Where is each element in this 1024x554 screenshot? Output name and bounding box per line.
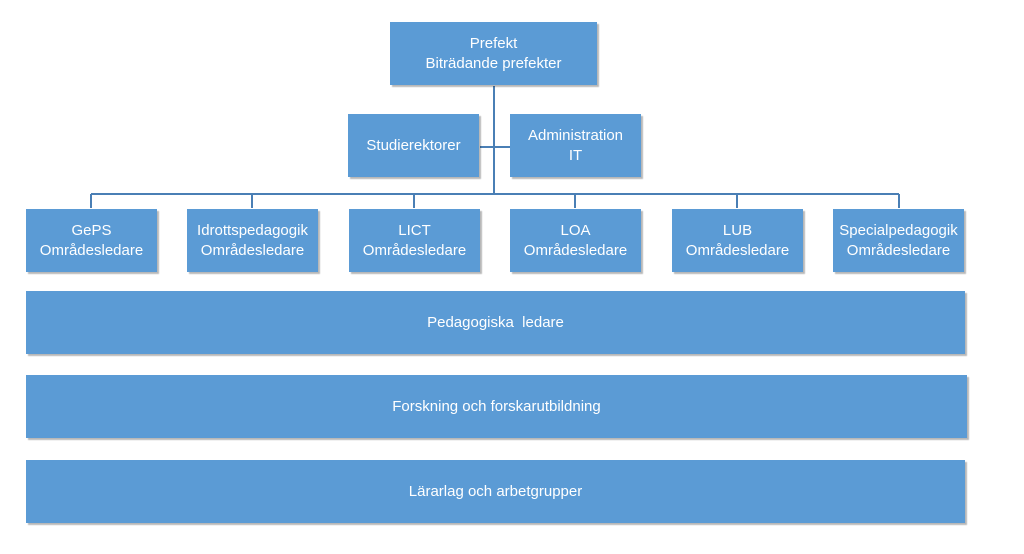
staff-box-administration: Administration IT [510, 114, 641, 177]
top-box-line1: Prefekt [469, 34, 518, 52]
unit-box-lict: LICT Områdesledare [349, 209, 480, 272]
band-lararlag: Lärarlag och arbetgrupper [26, 460, 965, 523]
staff-box-right-line2: IT [568, 146, 583, 164]
unit-role: Områdesledare [685, 241, 790, 259]
unit-role: Områdesledare [846, 241, 951, 259]
unit-name: LUB [722, 221, 753, 239]
band-pedagogiska-ledare: Pedagogiska ledare [26, 291, 965, 354]
unit-box-loa: LOA Områdesledare [510, 209, 641, 272]
unit-role: Områdesledare [523, 241, 628, 259]
staff-box-studierektorer: Studierektorer [348, 114, 479, 177]
unit-name: GePS [71, 221, 112, 239]
unit-box-lub: LUB Områdesledare [672, 209, 803, 272]
unit-name: Idrottspedagogik [197, 221, 308, 239]
staff-box-right-line1: Administration [527, 126, 624, 144]
unit-box-idrottspedagogik: Idrottspedagogik Områdesledare [187, 209, 318, 272]
unit-box-specialpedagogik: Specialpedagogik Områdesledare [833, 209, 964, 272]
unit-role: Områdesledare [200, 241, 305, 259]
band-label: Pedagogiska ledare [427, 313, 564, 331]
unit-name: Specialpedagogik [839, 221, 958, 239]
unit-role: Områdesledare [39, 241, 144, 259]
unit-role: Områdesledare [362, 241, 467, 259]
staff-box-left-line1: Studierektorer [366, 136, 461, 154]
top-box-line2: Biträdande prefekter [425, 54, 562, 72]
unit-box-geps: GePS Områdesledare [26, 209, 157, 272]
unit-name: LICT [398, 221, 431, 239]
unit-name: LOA [560, 221, 591, 239]
band-label: Lärarlag och arbetgrupper [408, 482, 583, 500]
band-label: Forskning och forskarutbildning [392, 397, 601, 415]
top-box-prefekt: Prefekt Biträdande prefekter [390, 22, 597, 85]
band-forskning: Forskning och forskarutbildning [26, 375, 967, 438]
